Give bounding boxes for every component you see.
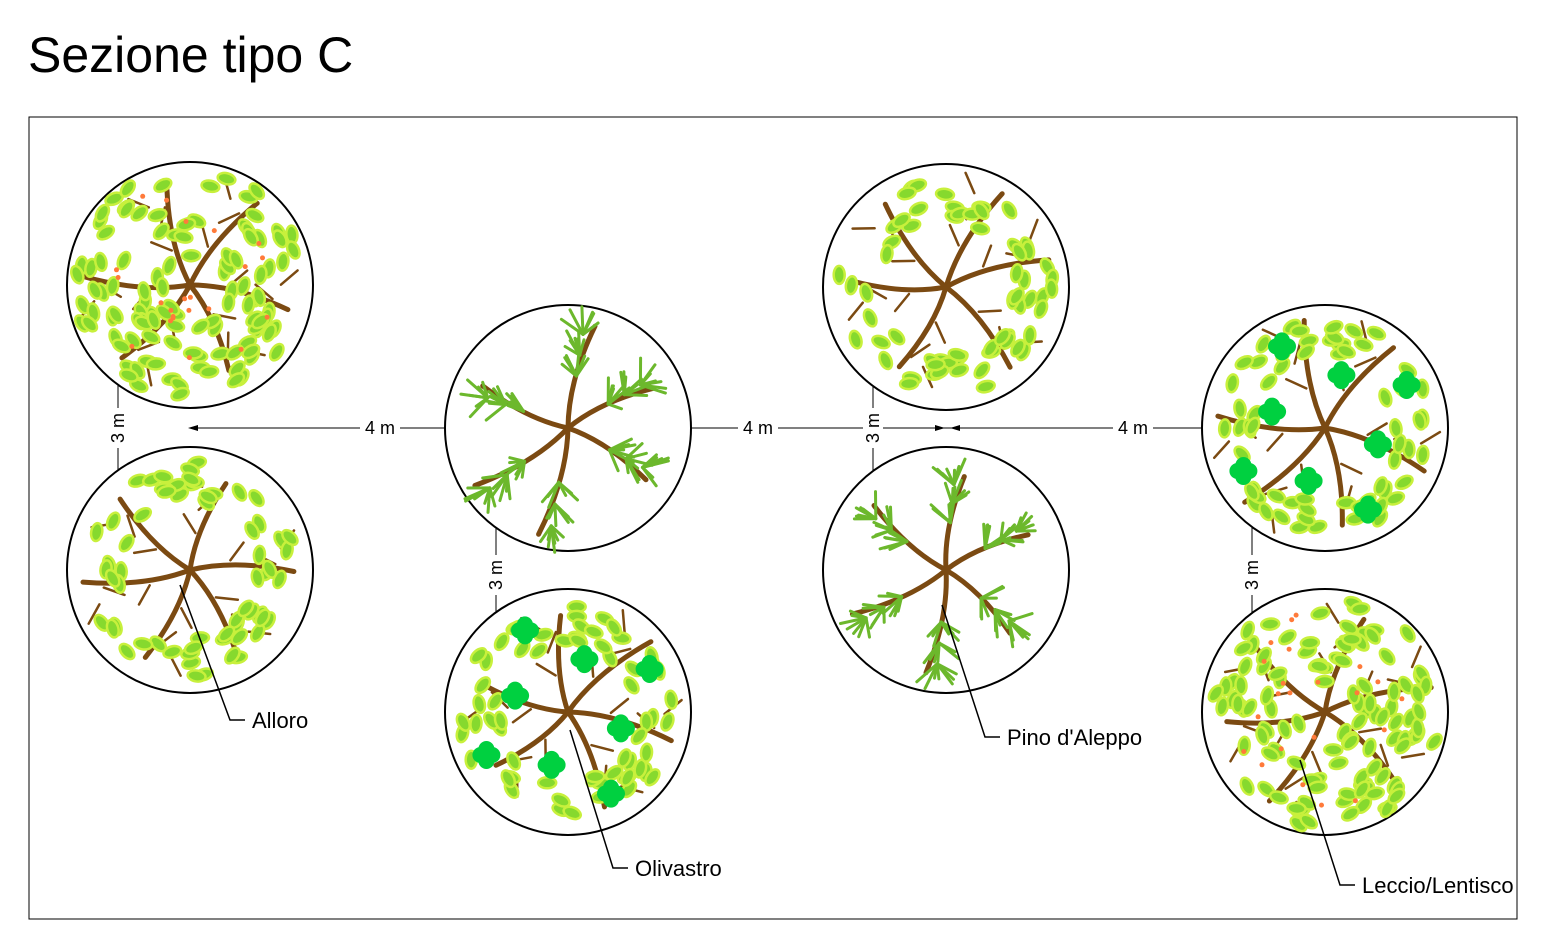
pine-tree-symbol bbox=[822, 446, 1070, 694]
page-title: Sezione tipo C bbox=[28, 27, 354, 83]
dimension-label-3m: 3 m bbox=[863, 413, 883, 443]
olive-tree-symbol bbox=[66, 446, 314, 694]
fruit-tree-symbol bbox=[444, 588, 692, 836]
dimension-label-4m: 4 m bbox=[365, 418, 395, 438]
fruit-tree-symbol bbox=[1201, 304, 1449, 552]
species-label-leccio-lentisco: Leccio/Lentisco bbox=[1362, 873, 1514, 898]
dimension-label-3m: 3 m bbox=[486, 560, 506, 590]
tree-symbols bbox=[66, 161, 1449, 836]
species-label-olivastro: Olivastro bbox=[635, 856, 722, 881]
dimension-label-3m: 3 m bbox=[108, 413, 128, 443]
dimension-label-4m: 4 m bbox=[1118, 418, 1148, 438]
laurel-tree-symbol bbox=[1201, 588, 1449, 836]
dimension-lines bbox=[117, 284, 1330, 713]
pine-tree-symbol bbox=[444, 304, 692, 554]
leader-lines bbox=[179, 584, 1355, 886]
drawing-frame bbox=[28, 116, 1518, 920]
laurel-tree-symbol bbox=[66, 161, 314, 409]
dimension-label-3m: 3 m bbox=[1242, 560, 1262, 590]
species-label-pino-aleppo: Pino d'Aleppo bbox=[1007, 725, 1142, 750]
species-label-alloro: Alloro bbox=[252, 708, 308, 733]
dimension-label-4m: 4 m bbox=[743, 418, 773, 438]
olive-tree-symbol bbox=[822, 163, 1070, 411]
